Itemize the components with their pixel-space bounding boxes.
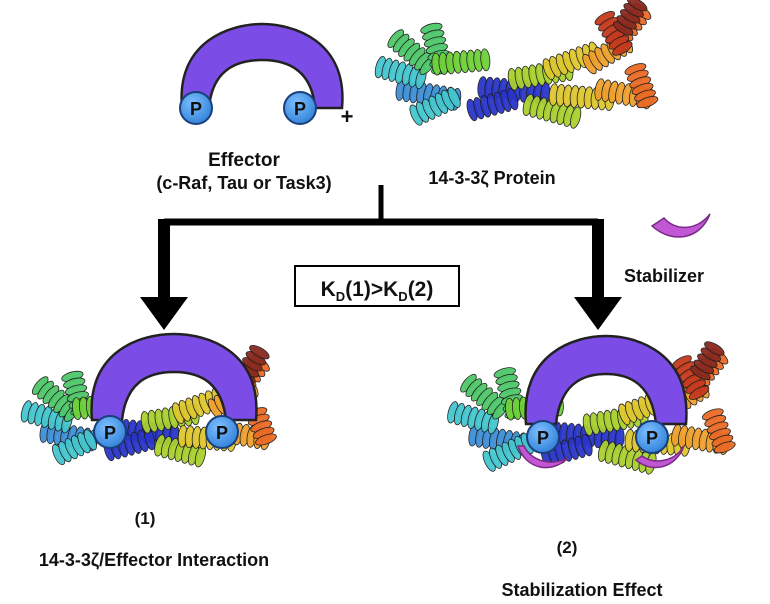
svg-text:P: P bbox=[104, 423, 116, 443]
stabilizer-shape bbox=[650, 213, 711, 238]
stabilizer-bound-right bbox=[634, 445, 685, 469]
plus-sign: + bbox=[341, 104, 354, 129]
kd-relation-text: KD(1)>KD(2) bbox=[321, 278, 434, 304]
phospho-site-right: P bbox=[635, 420, 669, 454]
complex-1-tag: (1) bbox=[135, 509, 156, 528]
branch-arrows bbox=[140, 185, 622, 330]
alpha-helix bbox=[522, 93, 582, 129]
stabilizer-bound-left bbox=[516, 445, 569, 469]
phospho-site-right: P bbox=[205, 415, 239, 449]
arrow-left-head bbox=[140, 297, 188, 330]
alpha-helix bbox=[460, 373, 509, 420]
complex-1-caption: 14-3-3ζ/Effector Interaction bbox=[39, 550, 269, 571]
effector-shape bbox=[90, 332, 258, 422]
svg-text:P: P bbox=[646, 428, 658, 448]
alpha-helix bbox=[52, 429, 97, 466]
alpha-helix bbox=[466, 88, 519, 122]
alpha-helix bbox=[624, 63, 659, 109]
complex-2-tag: (2) bbox=[557, 538, 578, 557]
arrow-right-head bbox=[574, 297, 622, 330]
protein-label: 14-3-3ζ Protein bbox=[428, 168, 555, 189]
alpha-helix bbox=[671, 355, 710, 400]
svg-text:P: P bbox=[537, 428, 549, 448]
effector-label: Effector bbox=[208, 150, 280, 171]
phospho-site-left: P bbox=[179, 91, 213, 125]
stabilizer-label: Stabilizer bbox=[624, 266, 704, 286]
alpha-helix bbox=[701, 408, 736, 454]
arrow-left-shaft bbox=[158, 219, 170, 299]
stabilizer bbox=[650, 213, 711, 238]
complex-2-caption: Stabilization Effect bbox=[501, 580, 662, 600]
effector-shape bbox=[524, 334, 688, 426]
alpha-helix bbox=[690, 341, 725, 380]
effector-shape bbox=[180, 22, 344, 110]
effector-complex-1: P P bbox=[90, 332, 258, 449]
arrow-right-shaft bbox=[592, 219, 604, 299]
phospho-site-left: P bbox=[526, 420, 560, 454]
kd-relation-box: KD(1)>KD(2) bbox=[294, 265, 460, 307]
svg-text:P: P bbox=[190, 99, 202, 119]
protein-structure-top bbox=[374, 0, 659, 129]
phospho-site-right: P bbox=[283, 91, 317, 125]
phospho-site-left: P bbox=[93, 415, 127, 449]
effector-examples: (c-Raf, Tau or Task3) bbox=[156, 173, 331, 193]
alpha-helix bbox=[431, 48, 491, 76]
effector-complex-2: P P bbox=[516, 334, 688, 469]
svg-text:P: P bbox=[294, 99, 306, 119]
effector-top: P P bbox=[179, 22, 344, 125]
svg-text:P: P bbox=[216, 423, 228, 443]
alpha-helix bbox=[612, 0, 648, 36]
alpha-helix bbox=[409, 86, 461, 126]
